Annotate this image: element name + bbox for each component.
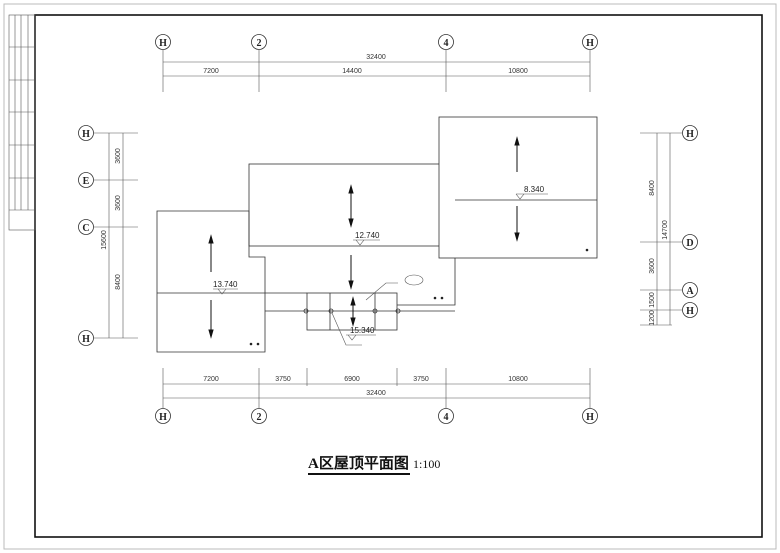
elevation-label: 13.740	[213, 280, 238, 289]
axis-bubble: 2	[251, 34, 267, 50]
title-block-strip	[8, 14, 36, 231]
leader-line	[331, 312, 362, 346]
svg-text:H: H	[686, 306, 694, 317]
svg-text:E: E	[83, 176, 90, 187]
svg-text:H: H	[82, 129, 90, 140]
dim-segment: 8400	[649, 180, 656, 196]
roof-drain-dots	[249, 248, 589, 346]
elevation-label: 12.740	[355, 231, 380, 240]
dim-total: 32400	[366, 390, 386, 397]
svg-text:2: 2	[257, 412, 262, 423]
axis-bubble: H	[155, 34, 171, 50]
svg-text:2: 2	[257, 38, 262, 49]
dim-total: 14700	[662, 220, 669, 240]
svg-text:H: H	[159, 38, 167, 49]
leader-line	[365, 282, 398, 301]
drawing-title-text: A区屋顶平面图	[308, 455, 409, 472]
roof-middle-block	[248, 163, 456, 247]
svg-text:D: D	[686, 238, 693, 249]
axis-bubble: A	[682, 282, 698, 298]
svg-text:H: H	[82, 334, 90, 345]
dim-segment: 3750	[275, 376, 291, 383]
top-axis-group: H 2 4 H 32400 7200 14400 10800	[155, 34, 598, 92]
elevation-marks: 13.740 12.740 8.340 15.340	[213, 185, 548, 341]
stair-box	[265, 292, 455, 331]
svg-text:H: H	[586, 412, 594, 423]
axis-bubble: H	[582, 34, 598, 50]
dim-total: 32400	[366, 54, 386, 61]
dim-segment: 7200	[203, 376, 219, 383]
axis-bubble: C	[78, 219, 94, 235]
dim-segment: 10800	[508, 68, 528, 75]
svg-text:H: H	[159, 412, 167, 423]
dim-segment: 10800	[508, 376, 528, 383]
svg-text:H: H	[686, 129, 694, 140]
roof-middle-lower	[397, 246, 456, 306]
detail-callout-icon	[404, 274, 424, 286]
axis-bubble: 4	[438, 34, 454, 50]
slope-arrows	[208, 136, 520, 339]
svg-text:4: 4	[444, 38, 449, 49]
svg-text:4: 4	[444, 412, 449, 423]
dim-segment: 3600	[115, 195, 122, 211]
dim-segment: 3750	[413, 376, 429, 383]
dim-segment: 3600	[649, 258, 656, 274]
dim-segment: 3600	[115, 148, 122, 164]
bottom-axis-group: H 2 4 H 7200 3750 6900 3750 10800 32400	[155, 368, 598, 424]
dim-segment: 6900	[344, 376, 360, 383]
axis-bubble: 2	[251, 408, 267, 424]
drawing-scale: 1:100	[413, 457, 440, 471]
axis-bubble: H	[78, 125, 94, 141]
dim-segment: 8400	[115, 274, 122, 290]
axis-bubble: H	[78, 330, 94, 346]
dim-segment: 1200	[649, 310, 656, 326]
axis-bubble: D	[682, 234, 698, 250]
right-axis-group: H D A H 8400 14700 3600 1500 1200	[640, 125, 698, 326]
axis-bubble: H	[682, 125, 698, 141]
dim-total: 15600	[101, 230, 108, 250]
elevation-label: 15.340	[350, 326, 375, 335]
sheet-border	[3, 3, 777, 550]
axis-bubble: 4	[438, 408, 454, 424]
svg-text:C: C	[82, 223, 89, 234]
axis-bubble: E	[78, 172, 94, 188]
left-axis-group: H E C H 15600 3600 3600 8400	[78, 125, 138, 346]
svg-text:H: H	[586, 38, 594, 49]
axis-bubble: H	[582, 408, 598, 424]
drawing-frame	[34, 14, 763, 538]
svg-text:A: A	[686, 286, 694, 297]
axis-bubble: H	[682, 302, 698, 318]
dim-segment: 7200	[203, 68, 219, 75]
drawing-title: A区屋顶平面图 1:100	[308, 455, 440, 475]
elevation-label: 8.340	[524, 185, 545, 194]
axis-bubble: H	[155, 408, 171, 424]
dim-segment: 14400	[342, 68, 362, 75]
dim-segment: 1500	[649, 292, 656, 308]
